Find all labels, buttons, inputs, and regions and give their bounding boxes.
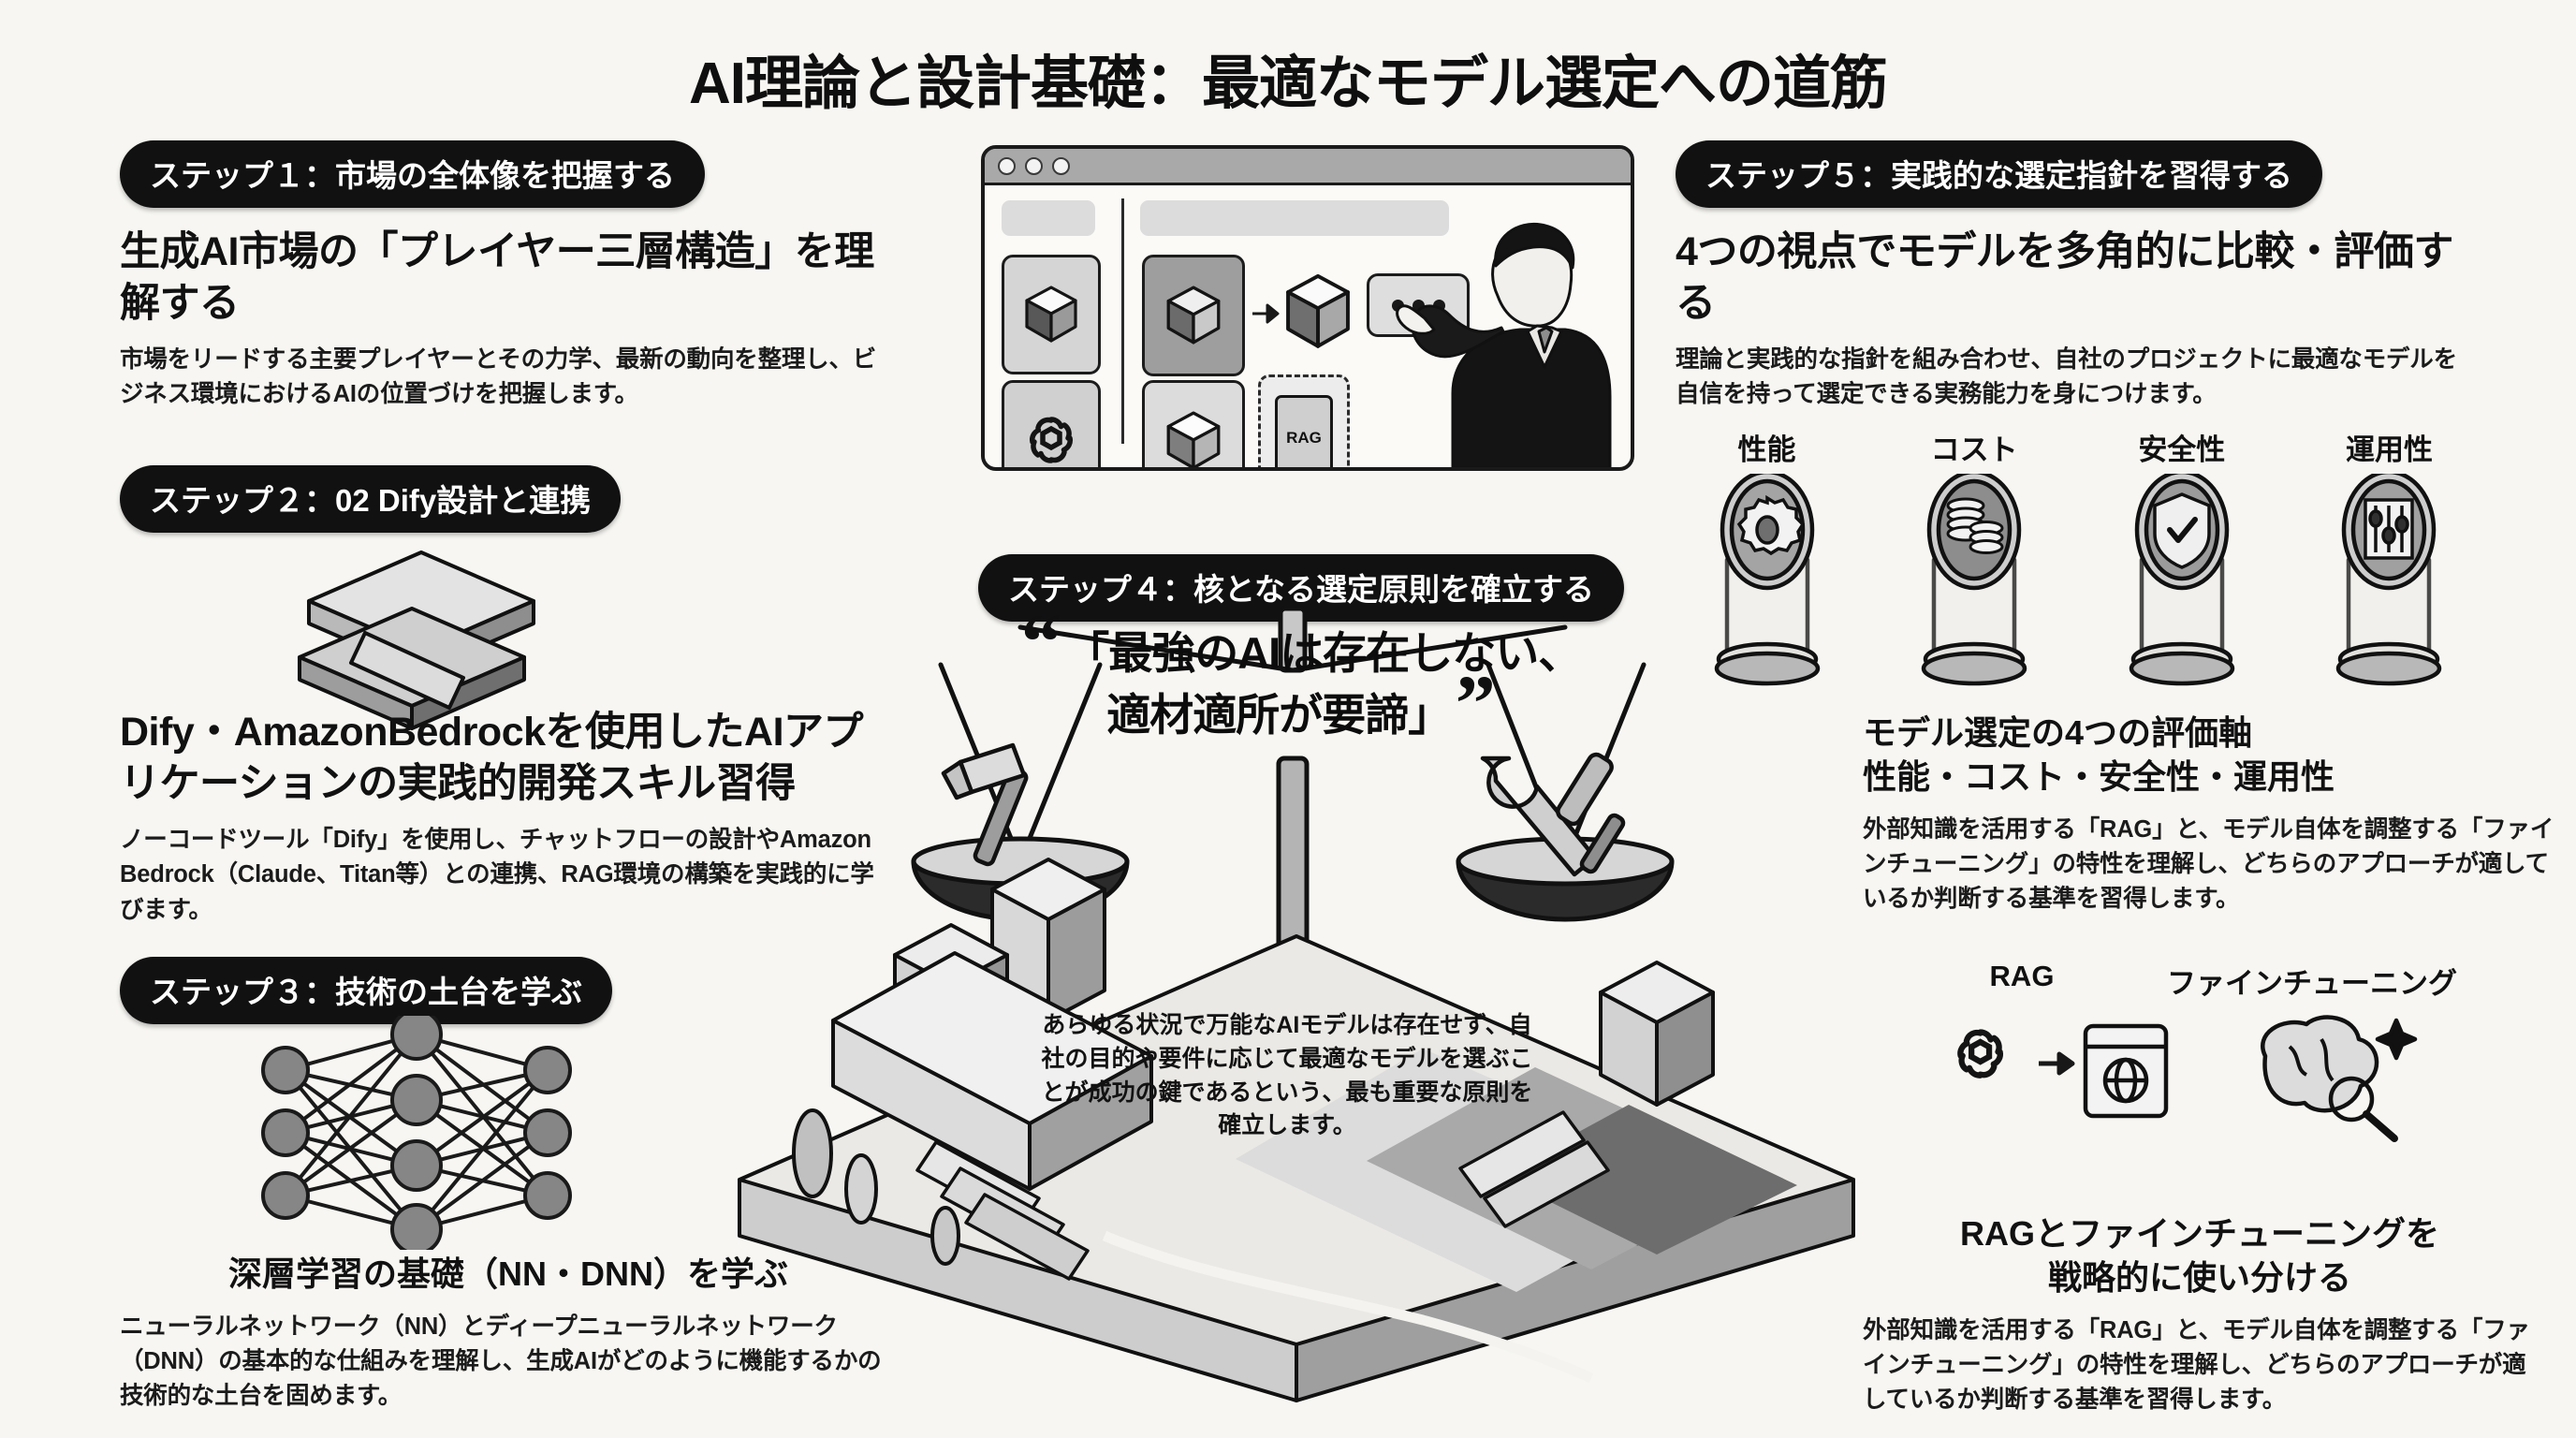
openai-logo-icon: [1957, 1029, 2004, 1078]
axis-label: 運用性: [2345, 433, 2433, 466]
panel-divider: [1121, 198, 1124, 444]
axes-body: 外部知識を活用する「RAG」と、モデル自体を調整する「ファインチューニング」の特…: [1863, 815, 2554, 913]
step1-heading: 生成AI市場の「プレイヤー三層構造」を理解する: [120, 229, 874, 327]
browser-content: RAG: [985, 185, 1631, 467]
gear-icon: [1736, 494, 1805, 556]
step3-text-block: 深層学習の基礎（NN・DNN）を学ぶ ニューラルネットワーク（NN）とディープニ…: [120, 1253, 897, 1414]
quote-line-2: 適材適所が要諦」: [1106, 690, 1452, 741]
browser-window: RAG: [981, 145, 1634, 471]
axis-jar-operability: 運用性: [2298, 426, 2481, 694]
axes-heading-line2: 性能・コスト・安全性・運用性: [1863, 756, 2335, 796]
cube-icon: [1025, 286, 1077, 343]
left-column: ステップ１：市場の全体像を把握する 生成AI市場の「プレイヤー三層構造」を理解す…: [120, 140, 897, 533]
stairs-icon: [915, 1110, 1610, 1281]
right-column: ステップ５：実践的な選定指針を習得する 4つの視点でモデルを多角的に比較・評価す…: [1676, 140, 2471, 413]
evaluation-axes-jars: 性能 コスト: [1676, 426, 2481, 694]
cube-icon: [1166, 286, 1221, 345]
axis-jar-performance: 性能: [1676, 426, 1858, 694]
model-card-cube-alt[interactable]: [1142, 380, 1245, 467]
model-card-cube[interactable]: [1002, 255, 1101, 374]
rag-card-label: RAG: [1275, 395, 1333, 467]
window-dot-icon[interactable]: [998, 156, 1016, 175]
ragft-body: 外部知識を活用する「RAG」と、モデル自体を調整する「ファインチューニング」の特…: [1863, 1316, 2530, 1414]
arrow-right-icon: [1252, 303, 1280, 324]
openai-logo-icon: [1030, 417, 1073, 463]
person-illustration: [1396, 222, 1612, 467]
placeholder-bar: [1140, 200, 1449, 236]
quote-close-icon: ”: [1455, 658, 1496, 749]
step3-badge[interactable]: ステップ３：技術の土台を学ぶ: [120, 957, 612, 1024]
step1-block: ステップ１：市場の全体像を把握する 生成AI市場の「プレイヤー三層構造」を理解す…: [120, 140, 897, 413]
evaluation-axes-text: モデル選定の4つの評価軸 性能・コスト・安全性・運用性 外部知識を活用する「RA…: [1863, 712, 2555, 917]
axis-label: コスト: [1930, 433, 2018, 466]
arrow-right-icon: [2039, 1051, 2075, 1076]
quote-line-1: 「最強のAIは存在しない、: [1065, 628, 1582, 678]
step4-caption: あらゆる状況で万能なAIモデルは存在せず、自社の目的や要件に応じて最適なモデルを…: [1041, 1012, 1533, 1139]
quote-open-icon: “: [1020, 596, 1061, 686]
model-card-cube-selected[interactable]: [1142, 255, 1245, 376]
cube-icon: [1166, 411, 1221, 467]
coins-icon: [1946, 497, 2004, 554]
step1-badge[interactable]: ステップ１：市場の全体像を把握する: [120, 140, 705, 208]
hammer-icon: [941, 742, 1029, 867]
rag-drop-target[interactable]: RAG: [1258, 374, 1350, 467]
step2-badge[interactable]: ステップ２：02 Dify設計と連携: [120, 464, 622, 533]
finetune-label: ファインチューニング: [2167, 967, 2457, 1000]
browser-titlebar: [985, 149, 1631, 185]
sliders-icon: [2364, 498, 2415, 560]
step2-body: ノーコードツール「Dify」を使用し、チャットフローの設計やAmazon Bed…: [120, 827, 874, 923]
step4-badge[interactable]: ステップ４：核となる選定原則を確立する: [977, 554, 1624, 622]
rag-finetune-labels: RAG ファインチューニング: [1928, 960, 2509, 1002]
window-dot-icon[interactable]: [1052, 156, 1070, 175]
isometric-scene-illustration: [711, 580, 1881, 1404]
step4-quote: “ 「最強のAIは存在しない、 適材適所が要諦」 ”: [917, 601, 1685, 743]
page-title: AI理論と設計基礎：最適なモデル選定への道筋: [688, 51, 1888, 116]
city-buildings: [831, 858, 1715, 1191]
step3-block: ステップ３：技術の土台を学ぶ: [120, 957, 897, 1024]
wrench-screwdriver-icon: [1480, 752, 1626, 877]
axis-jar-cost: コスト: [1883, 426, 2066, 694]
window-dot-icon[interactable]: [1025, 156, 1043, 175]
placeholder-bar: [1002, 200, 1095, 236]
trees-icon: [792, 1108, 960, 1266]
model-card-openai[interactable]: [1002, 380, 1101, 467]
step2-heading: Dify・AmazonBedrockを使用したAIアプリケーションの実践的開発ス…: [120, 710, 864, 807]
knowledge-book-icon: [2083, 1023, 2169, 1119]
axes-heading-line1: モデル選定の4つの評価軸: [1863, 713, 2253, 752]
layered-stack-illustration: [225, 543, 618, 749]
cube-icon-dragged: [1286, 273, 1350, 348]
axis-jar-safety: 安全性: [2090, 426, 2273, 694]
step2-text-block: Dify・AmazonBedrockを使用したAIアプリケーションの実践的開発ス…: [120, 707, 897, 928]
ragft-heading-line2: 戦略的に使い分ける: [2047, 1257, 2351, 1297]
neural-network-icon: [215, 1008, 618, 1255]
shield-check-icon: [2153, 492, 2211, 569]
step5-badge[interactable]: ステップ５：実践的な選定指針を習得する: [1676, 140, 2322, 208]
step3-heading: 深層学習の基礎（NN・DNN）を学ぶ: [228, 1255, 788, 1293]
browser-mock-illustration: RAG: [981, 145, 1634, 473]
ragft-heading-line1: RAGとファインチューニングを: [1960, 1214, 2439, 1253]
step1-body: 市場をリードする主要プレイヤーとその力学、最新の動向を整理し、ビジネス環境におけ…: [120, 346, 877, 408]
axis-label: 安全性: [2138, 433, 2226, 466]
rag-finetune-text: RAGとファインチューニングを 戦略的に使い分ける 外部知識を活用する「RAG」…: [1863, 1212, 2537, 1417]
rag-finetune-section: RAG ファインチューニング: [1928, 960, 2509, 1147]
step5-heading: 4つの視点でモデルを多角的に比較・評価する: [1676, 229, 2453, 327]
step3-body: ニューラルネットワーク（NN）とディープニューラルネットワーク（DNN）の基本的…: [120, 1313, 882, 1410]
step4-badge-wrap: ステップ４：核となる選定原則を確立する: [973, 554, 1629, 622]
axis-label: 性能: [1737, 433, 1796, 466]
step2-block: ステップ２：02 Dify設計と連携: [120, 464, 897, 533]
step5-body: 理論と実践的な指針を組み合わせ、自社のプロジェクトに最適なモデルを自信を持って選…: [1676, 346, 2457, 408]
rag-label: RAG: [1989, 960, 2055, 992]
brain-tune-icon: [2261, 1015, 2418, 1142]
